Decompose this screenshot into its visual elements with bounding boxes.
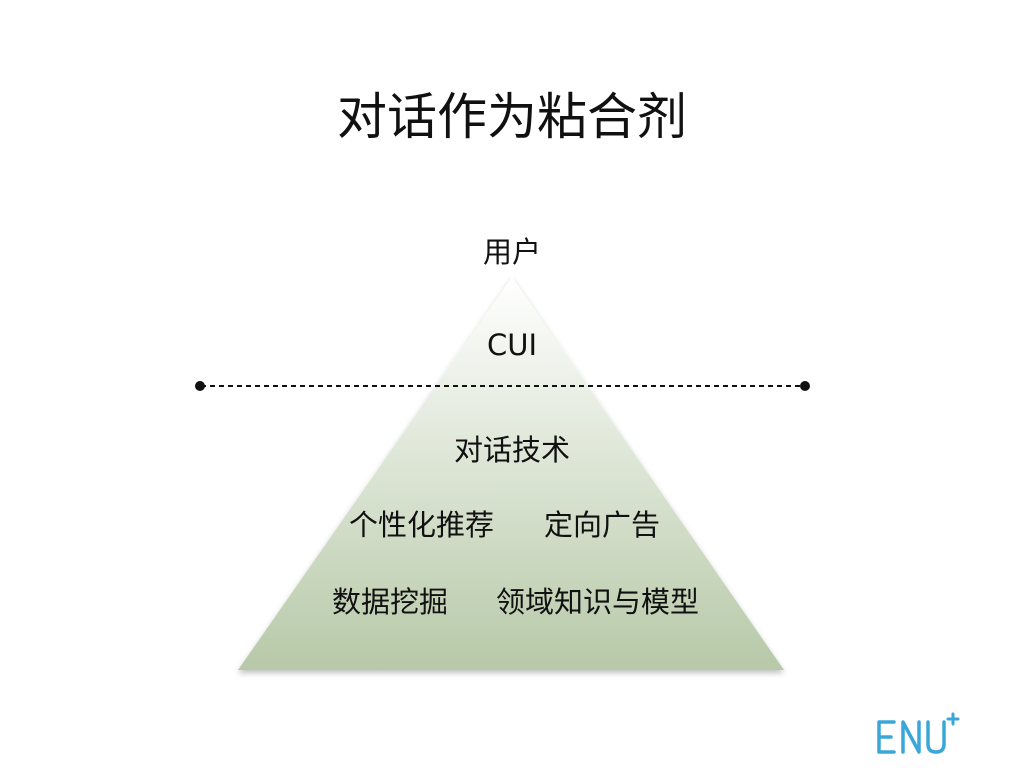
layer-data-mining: 数据挖掘 [332, 585, 449, 619]
pyramid-triangle [238, 277, 784, 670]
layer-personalized-recommendation: 个性化推荐 [349, 508, 495, 542]
layer-dialog-tech: 对话技术 [453, 433, 570, 467]
layer-domain-knowledge: 领域知识与模型 [496, 585, 700, 619]
divider-right-dot [800, 381, 810, 391]
layer-targeted-ads: 定向广告 [544, 508, 661, 542]
slide-title: 对话作为粘合剂 [337, 88, 687, 146]
e-nu-plus-logo-icon [877, 712, 960, 754]
user-label: 用户 [482, 235, 541, 269]
divider-left-dot [195, 381, 205, 391]
cui-label: CUI [486, 328, 538, 362]
